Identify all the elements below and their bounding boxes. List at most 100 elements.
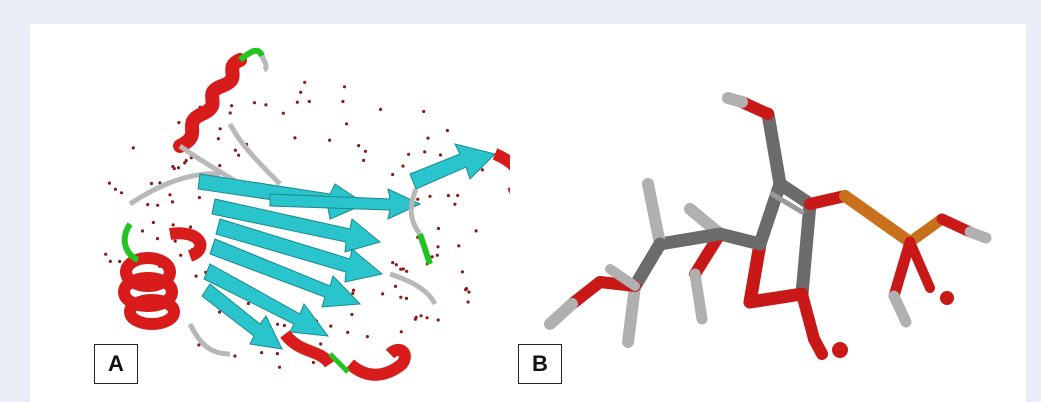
panel-a: A [30,24,510,402]
water-dot [119,191,124,195]
turn-bottom [328,352,350,374]
water-dot [233,148,237,152]
water-dot [436,318,440,322]
water-dot [345,122,349,126]
water-dot [252,101,257,105]
water-dot [466,300,470,304]
water-dot [391,172,395,177]
water-dot [351,291,355,295]
beta-sheets [197,143,496,350]
protein-ribbon-image [104,47,510,381]
water-dot [140,229,145,233]
water-dot [179,253,183,257]
water-dot [399,295,403,299]
water-dot [158,181,162,185]
water-dot [363,149,367,153]
coil-left [128,171,221,207]
water-dot [311,360,315,365]
water-dot [328,138,332,142]
water-dot [184,159,188,163]
water-dot [414,315,418,319]
water-dot [381,292,385,296]
water-dot [168,193,172,197]
water-dot [399,330,403,334]
water-dot [230,104,234,108]
water-dot [171,165,175,169]
water-dot [260,351,264,355]
water-dot [428,194,432,198]
water-dot [155,237,160,241]
water-dot [319,342,323,346]
water-dot [430,255,434,259]
water-dot [342,85,347,89]
water-dot [176,166,181,170]
turn-left [121,222,140,263]
water-dot [156,203,160,207]
helix-bottom-a [280,330,335,368]
water-dot [357,144,361,148]
water-dot [365,335,369,339]
water-dot [282,323,286,328]
water-dot [218,164,222,168]
water-dot [299,90,303,94]
water-dot [435,253,439,257]
water-dot [218,310,222,314]
water-dot [149,181,154,186]
water-dot [474,229,478,233]
water-dot [351,288,356,292]
water-dot [108,259,112,263]
water-dot [197,343,201,347]
water-dot [118,259,122,264]
water-dot [445,128,449,133]
molecule-bonds [544,92,992,360]
water-dot [233,354,237,358]
water-dot [151,220,155,225]
water-dot [218,127,222,131]
coil-lower-right [389,271,438,306]
figure-frame: A [30,24,1026,402]
water-dot [107,181,111,185]
water-dot [170,200,175,204]
water-dot [275,322,280,326]
water-dot [104,252,108,256]
water-dot [456,193,460,198]
water-dot [295,100,299,104]
water-dot [281,111,285,115]
helix-cluster-left [118,227,207,330]
water-molecules [104,80,484,369]
water-dot [237,153,241,157]
water-dot [419,314,423,318]
water-dot [453,202,457,206]
water-dot [425,316,429,320]
water-dot [404,296,409,300]
water-dot [416,197,420,201]
water-dot [464,287,469,291]
helix-bottom-b [345,343,411,381]
water-dot [401,267,405,271]
turn-right [417,233,433,265]
panel-label-b: B [518,344,562,384]
water-dot [438,153,443,157]
coil-mid [227,122,282,186]
water-dot [426,136,430,140]
water-dot [350,312,354,317]
water-dot [399,267,403,271]
water-dot [113,187,117,191]
water-dot [277,365,282,369]
water-dot [303,80,307,84]
coil-top [259,54,269,73]
turn-top [238,47,265,63]
panel-b: B [510,24,1026,402]
water-dot [405,269,409,273]
helix-right [492,148,510,194]
water-dot [391,261,395,265]
water-dot [423,150,427,154]
water-dot [146,203,150,207]
water-dot [407,152,411,156]
water-dot [401,164,405,168]
water-dot [197,196,201,200]
molecule-stick-image [544,92,992,360]
water-dot [362,158,366,162]
water-dot [436,226,441,231]
molecule-atoms [832,291,954,358]
